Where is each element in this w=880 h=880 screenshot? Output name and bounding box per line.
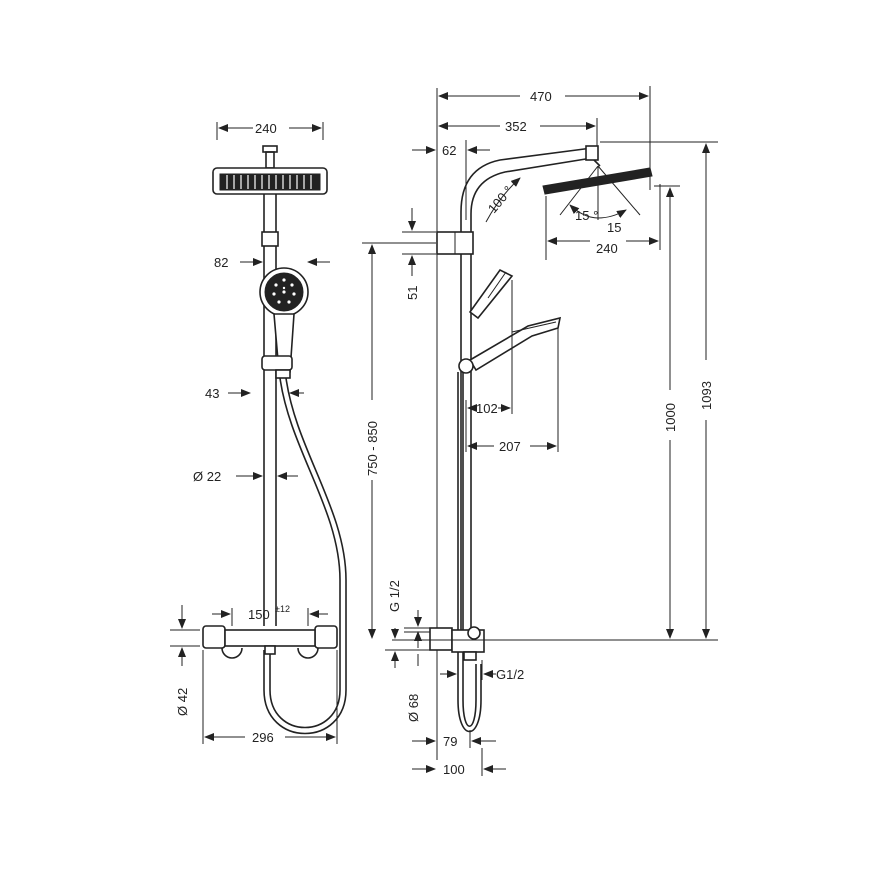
- side-height-1093-label: 1093: [699, 381, 714, 410]
- front-thermostat-spacing-tolerance: ±12: [275, 604, 290, 614]
- side-hand-shower-dimensions: 102 207: [465, 280, 559, 454]
- side-height-dimensions: 1000 1093: [600, 141, 718, 639]
- thermostat-mixer: [202, 625, 338, 659]
- side-inlet-dimensions: G 1/2 Ø 68 G1/2 79 100: [385, 580, 524, 777]
- side-overall-reach-label: 470: [530, 89, 552, 104]
- side-top-dimensions: 470 352 62 100 °: [412, 86, 651, 223]
- side-height-1000-label: 1000: [663, 403, 678, 432]
- side-wall-to-inlet-label: 100: [443, 762, 465, 777]
- front-head-width-label: 240: [255, 121, 277, 136]
- wall-bracket: [436, 231, 474, 255]
- side-view: 470 352 62 100 ° 15 ° 15 240: [362, 86, 718, 777]
- riser-pipe: [261, 194, 279, 626]
- side-wall-offset-label: 62: [442, 143, 456, 158]
- shower-hose: [263, 377, 347, 735]
- hand-shower: [259, 267, 309, 379]
- side-arm-angle-label: 100 °: [485, 183, 516, 216]
- side-head-tilt-left-label: 15 °: [575, 208, 598, 223]
- side-mount-range-dimension: 750 - 850: [362, 242, 436, 639]
- side-riser-arm: [460, 145, 653, 634]
- front-dimensions: 240 82 43 Ø 22 150 ±12 Ø 42: [170, 121, 338, 745]
- side-mount-range-label: 750 - 850: [365, 421, 380, 476]
- front-pipe-diameter-label: Ø 22: [193, 469, 221, 484]
- side-bracket-dimension: 51: [402, 208, 436, 300]
- overhead-shower-head: [212, 145, 328, 195]
- side-inlet-diameter-label: Ø 68: [406, 694, 421, 722]
- front-thermostat-diameter-label: Ø 42: [175, 688, 190, 716]
- head-spray-angles: 15 ° 15 240: [545, 165, 661, 260]
- front-hand-shower-offset-label: 82: [214, 255, 228, 270]
- side-head-tilt-right-label: 15: [607, 220, 621, 235]
- side-inlet-thread-vertical-label: G 1/2: [387, 580, 402, 612]
- side-wall-to-pipe-label: 79: [443, 734, 457, 749]
- front-view: 240 82 43 Ø 22 150 ±12 Ø 42: [170, 121, 347, 745]
- front-thermostat-length-label: 296: [252, 730, 274, 745]
- side-inlet-thread-label: G1/2: [496, 667, 524, 682]
- side-hand-shower-reach-2-label: 207: [499, 439, 521, 454]
- side-head-width-label: 240: [596, 241, 618, 256]
- side-bracket-height-label: 51: [405, 286, 420, 300]
- side-hand-shower-reach-1-label: 102: [476, 401, 498, 416]
- side-hand-shower: [458, 268, 562, 374]
- front-thermostat-spacing-label: 150: [248, 607, 270, 622]
- side-head-arm-reach-label: 352: [505, 119, 527, 134]
- side-thermostat: [429, 626, 485, 661]
- front-holder-offset-label: 43: [205, 386, 219, 401]
